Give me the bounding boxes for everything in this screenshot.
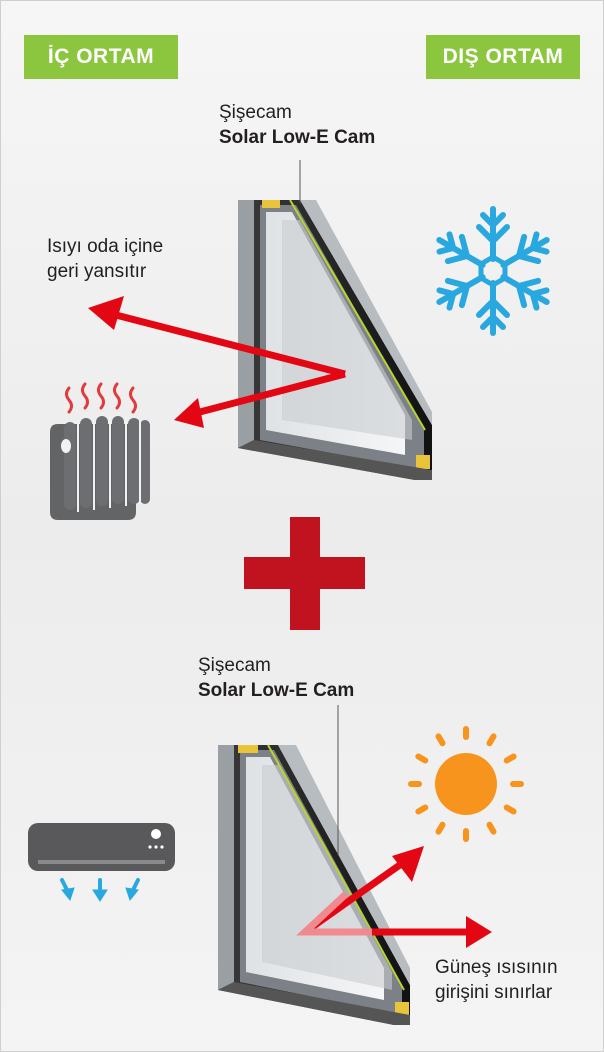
indoor-badge: İÇ ORTAM xyxy=(24,35,178,79)
snowflake-icon xyxy=(432,206,553,333)
outdoor-badge: DIŞ ORTAM xyxy=(426,35,580,79)
air-conditioner-icon xyxy=(28,823,175,902)
top-product-label: Şişecam Solar Low-E Cam xyxy=(219,100,375,150)
top-caption-line2: geri yansıtır xyxy=(47,261,147,282)
top-caption-line1: Isıyı oda içine xyxy=(47,236,164,257)
top-product-name: Solar Low-E Cam xyxy=(219,127,376,148)
sun-icon xyxy=(408,726,524,842)
top-glass-unit xyxy=(238,199,432,480)
bottom-glass-unit xyxy=(218,744,410,1025)
radiator-icon xyxy=(50,382,150,520)
bottom-product-label: Şişecam Solar Low-E Cam xyxy=(198,653,354,703)
bottom-brand: Şişecam xyxy=(198,655,271,676)
plus-icon xyxy=(244,517,365,630)
top-heat-arrows xyxy=(88,296,346,428)
top-caption: Isıyı oda içine geri yansıtır xyxy=(47,234,163,284)
bottom-caption-line2: girişini sınırlar xyxy=(435,982,553,1003)
bottom-sun-arrows xyxy=(296,846,492,948)
bottom-caption-line1: Güneş ısısının xyxy=(435,957,558,978)
top-brand: Şişecam xyxy=(219,102,292,123)
bottom-product-name: Solar Low-E Cam xyxy=(198,680,355,701)
bottom-caption: Güneş ısısının girişini sınırlar xyxy=(435,955,558,1005)
